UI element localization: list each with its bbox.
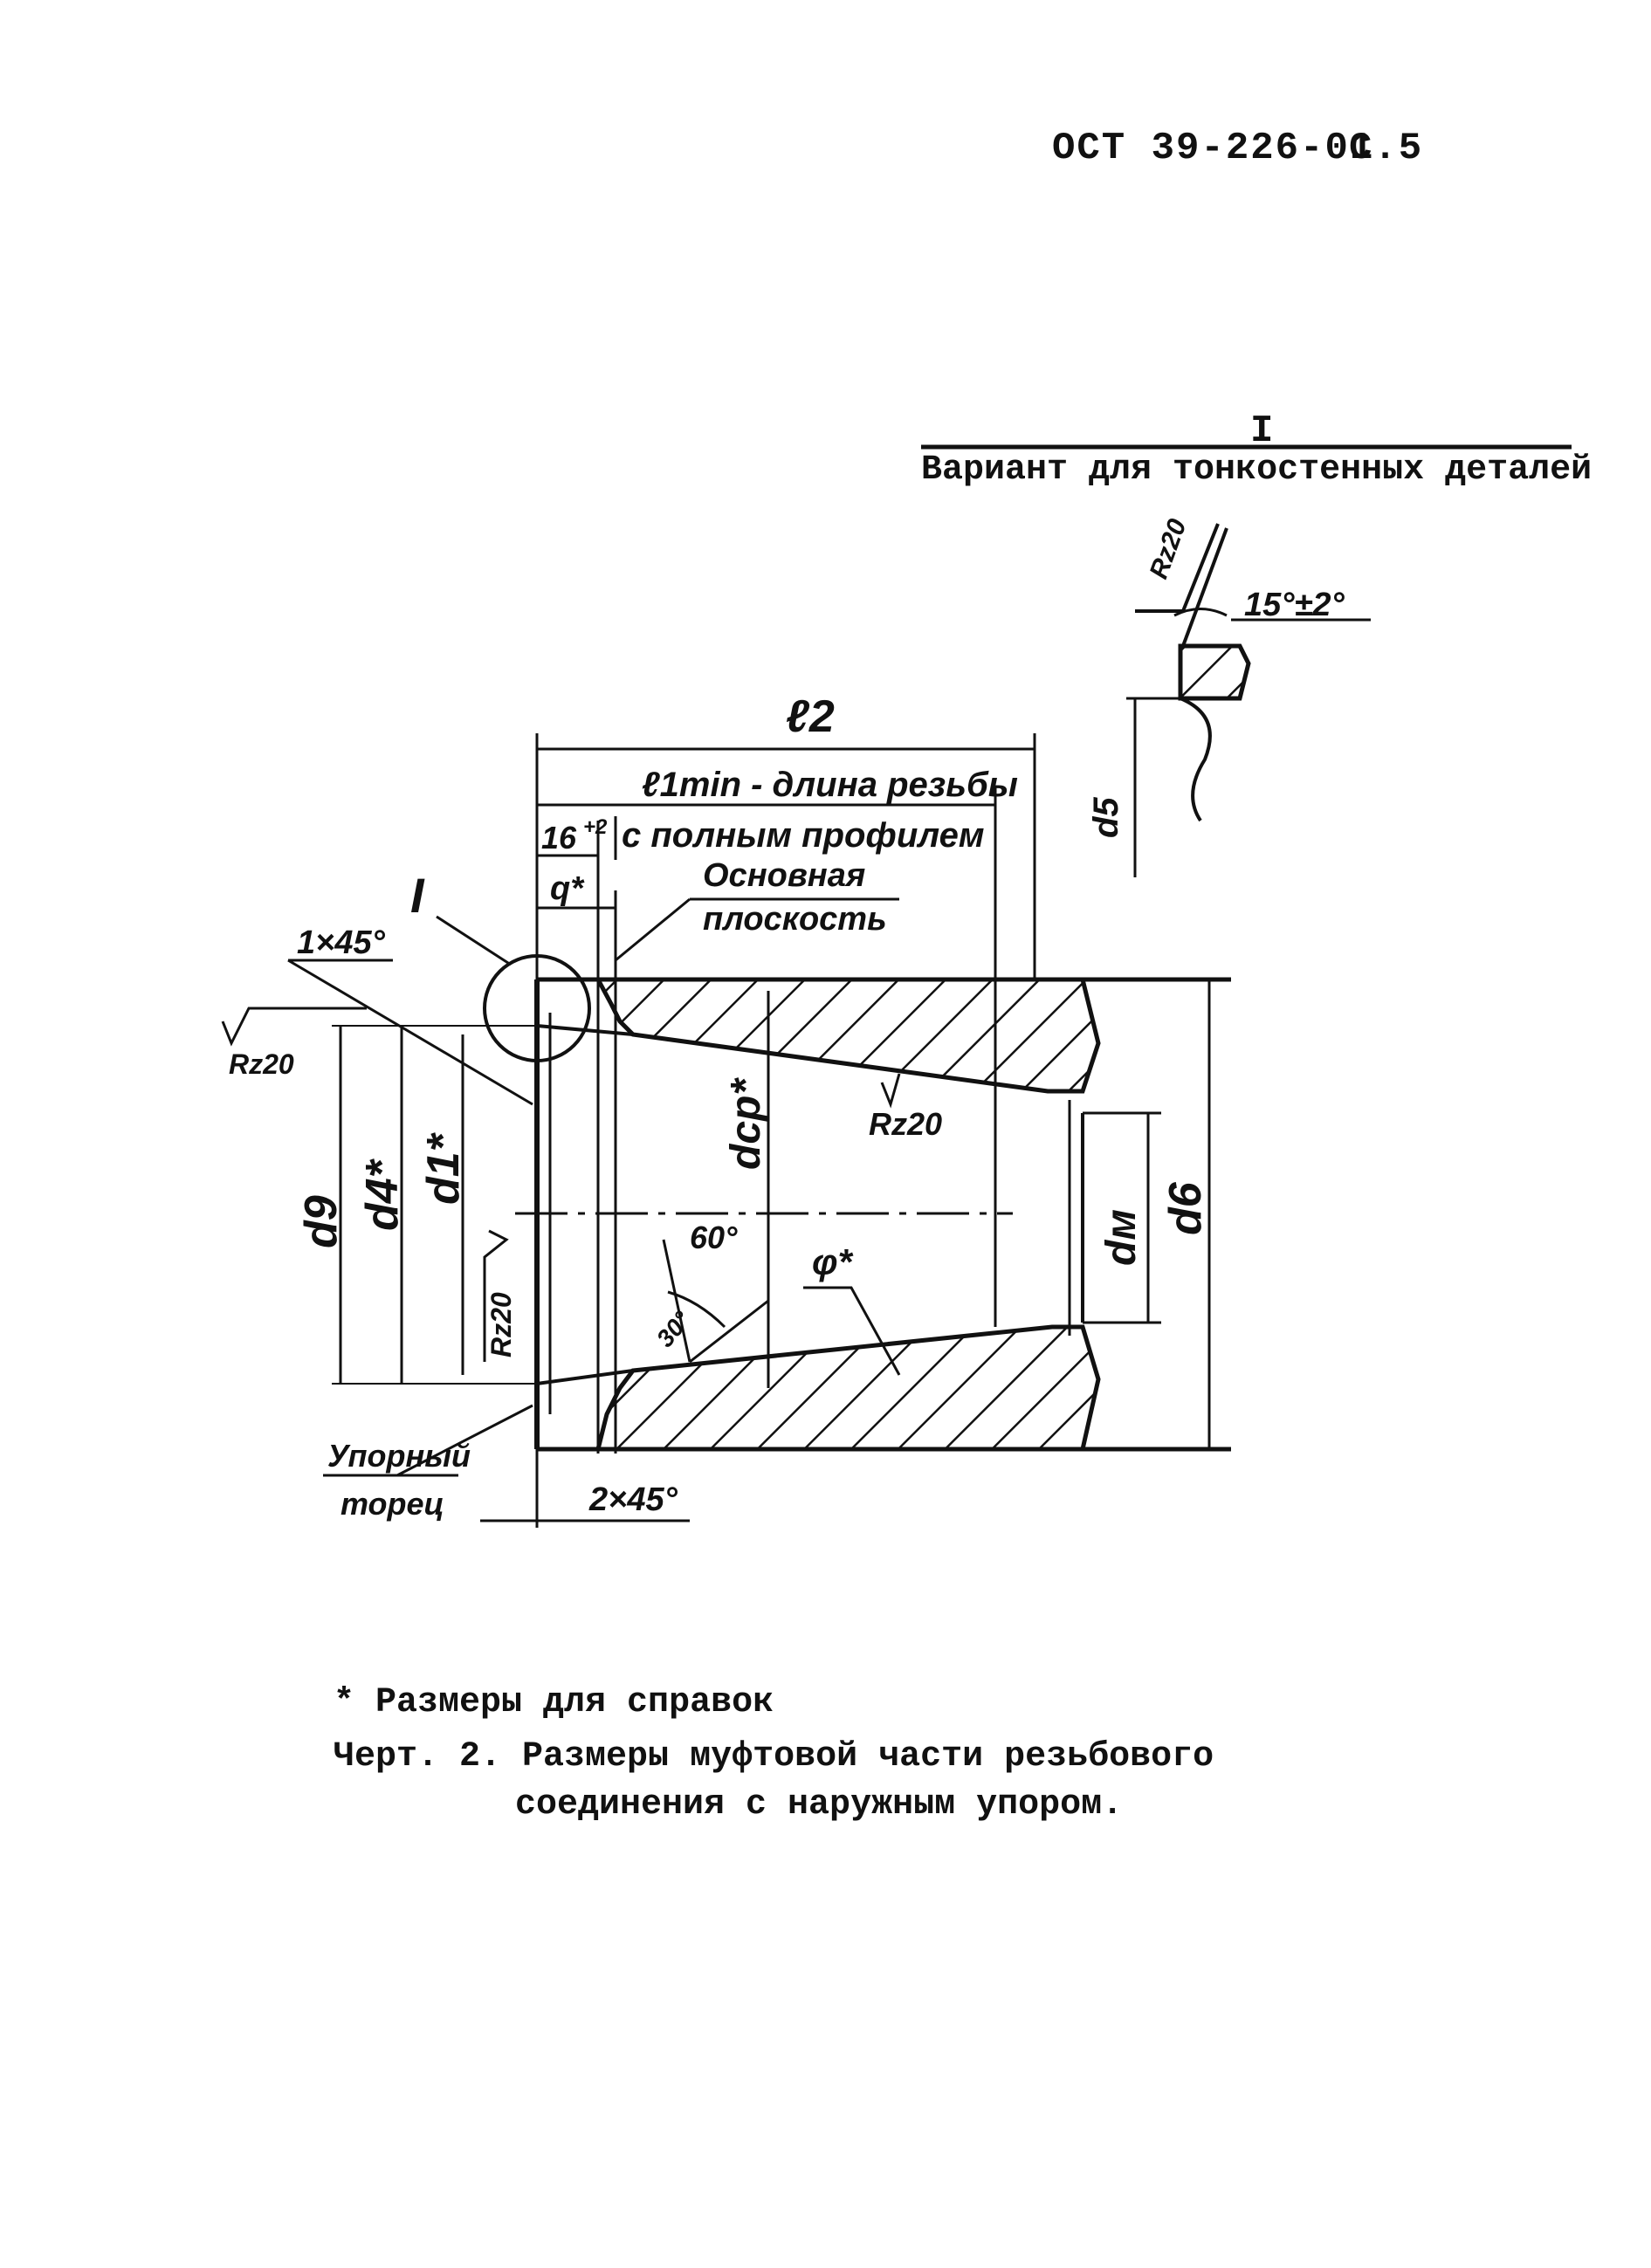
label-16-tol: +2 <box>583 815 608 839</box>
label-rz-face: Rz20 <box>485 1292 517 1357</box>
caption-line-2: соединения с наружным упором. <box>515 1785 1124 1825</box>
label-stop-face-2: торец <box>341 1486 444 1522</box>
label-l1min: ℓ1min - длина резьбы <box>642 766 1018 804</box>
detail-hatched-lip <box>1178 643 1251 701</box>
thread-angle-lines <box>662 1239 769 1364</box>
label-d1: d1* <box>418 1131 469 1205</box>
caption-line-1: Черт. 2. Размеры муфтовой части резьбово… <box>334 1737 1214 1777</box>
label-16: 16 <box>541 820 577 856</box>
label-base-plane-2: плоскость <box>703 901 887 938</box>
label-d6: d6 <box>1160 1181 1211 1235</box>
label-dcp: dcp* <box>723 1077 769 1170</box>
detail-I-leader <box>436 915 512 966</box>
label-stop-face-1: Упорный <box>327 1438 471 1474</box>
detail-title: Вариант для тонкостенных деталей <box>921 450 1592 490</box>
detail-break-line <box>1180 697 1212 822</box>
label-detail-I: I <box>410 868 425 923</box>
label-l2: ℓ2 <box>786 691 835 742</box>
label-d9: d9 <box>296 1195 347 1248</box>
detail-angle-line <box>1181 527 1228 647</box>
label-chamfer-bottom: 2×45° <box>588 1481 678 1518</box>
label-dm: dм <box>1098 1209 1145 1266</box>
footnote: * Размеры для справок <box>334 1683 774 1722</box>
detail-angle-arc <box>1173 608 1228 617</box>
upper-wall-section <box>594 977 1101 1094</box>
document-number: ОСТ 39-226-01 <box>1052 127 1375 170</box>
thread-angle-arc <box>667 1290 726 1329</box>
rz-face-symbol <box>483 1229 509 1362</box>
bore-line-bottom <box>536 1369 634 1385</box>
main-section-view: ℓ2 ℓ1min - длина резьбы с полным профиле… <box>221 691 1231 1528</box>
label-full-profile: с полным профилем <box>622 816 984 855</box>
rz-left-symbol <box>221 1007 367 1047</box>
phi-leader <box>803 1286 901 1376</box>
label-d4: d4* <box>357 1158 408 1231</box>
detail-angle: 15°±2° <box>1244 587 1345 623</box>
label-angle-30: 30° <box>651 1306 696 1352</box>
stop-face-leader <box>396 1404 533 1477</box>
chamfer-top-leader <box>287 959 533 1106</box>
label-rz-thread: Rz20 <box>869 1106 942 1142</box>
lower-wall-section <box>595 1324 1101 1452</box>
detail-I-circle[interactable] <box>483 954 591 1062</box>
rz-thread-symbol <box>880 1073 901 1109</box>
label-q: q* <box>550 870 585 907</box>
label-angle-60: 60° <box>690 1220 738 1255</box>
label-phi: φ* <box>812 1241 854 1282</box>
detail-roughness-label: Rz20 <box>1145 515 1193 582</box>
label-base-plane-1: Основная <box>703 857 865 894</box>
detail-view-I: I Вариант для тонкостенных деталей Rz20 … <box>921 409 1592 877</box>
base-plane-leader <box>615 897 691 962</box>
detail-d5: d5 <box>1087 797 1125 838</box>
label-chamfer-top: 1×45° <box>297 924 386 961</box>
label-rz-left: Rz20 <box>229 1048 294 1080</box>
page-number: С.5 <box>1349 127 1424 170</box>
